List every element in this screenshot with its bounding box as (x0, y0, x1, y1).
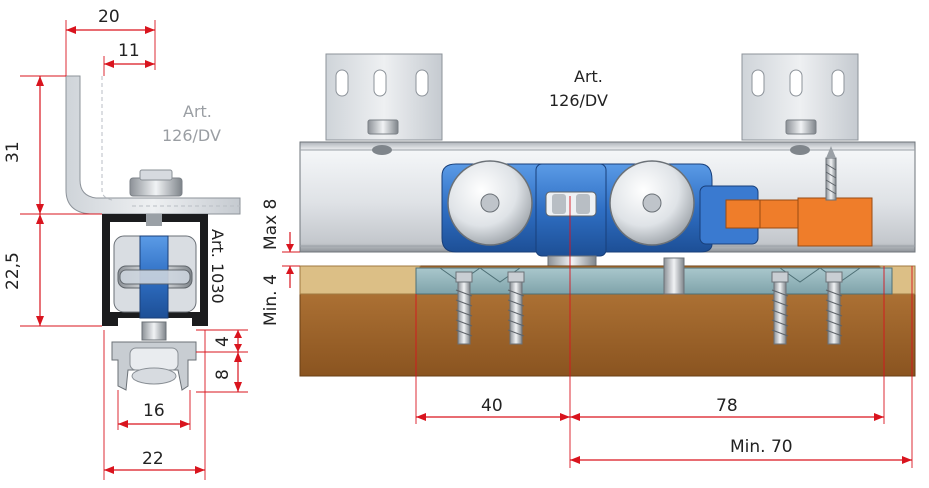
dim-22: 22 (142, 449, 164, 469)
label-art-1030: Art. 1030 (208, 229, 227, 304)
carriage-elevation (441, 160, 759, 283)
dim-11: 11 (118, 41, 140, 61)
dim-min-70: Min. 70 (730, 437, 793, 457)
dim-min-4: Min. 4 (261, 274, 281, 326)
label-art-126dv-line1: Art. (574, 67, 603, 86)
bracket-bolt (129, 177, 183, 197)
label-art-126dv-side-line2: 126/DV (162, 126, 221, 145)
dim-31: 31 (3, 141, 23, 163)
wall-bracket-left (325, 53, 443, 141)
label-art-126dv-line2: 126/DV (549, 91, 608, 110)
fixing-plate (415, 267, 893, 295)
dim-22-5: 22,5 (3, 252, 23, 290)
dim-40: 40 (481, 396, 503, 416)
label-art-126dv-side-line1: Art. (183, 102, 212, 121)
dim-78: 78 (716, 396, 738, 416)
wall-bracket-right (741, 53, 859, 141)
door-edge-light (299, 265, 421, 295)
dim-8: 8 (213, 369, 233, 380)
dim-20: 20 (98, 7, 120, 27)
dim-4: 4 (213, 336, 233, 347)
screws (455, 271, 843, 345)
section-view (65, 75, 241, 391)
elevation-view (299, 53, 916, 377)
dim-max-8: Max 8 (261, 199, 281, 250)
clamp-stopper (725, 146, 873, 247)
wall-bracket-section (65, 75, 241, 215)
dim-16: 16 (143, 401, 165, 421)
right-dimensions (282, 196, 913, 468)
left-dimensions (20, 20, 248, 480)
